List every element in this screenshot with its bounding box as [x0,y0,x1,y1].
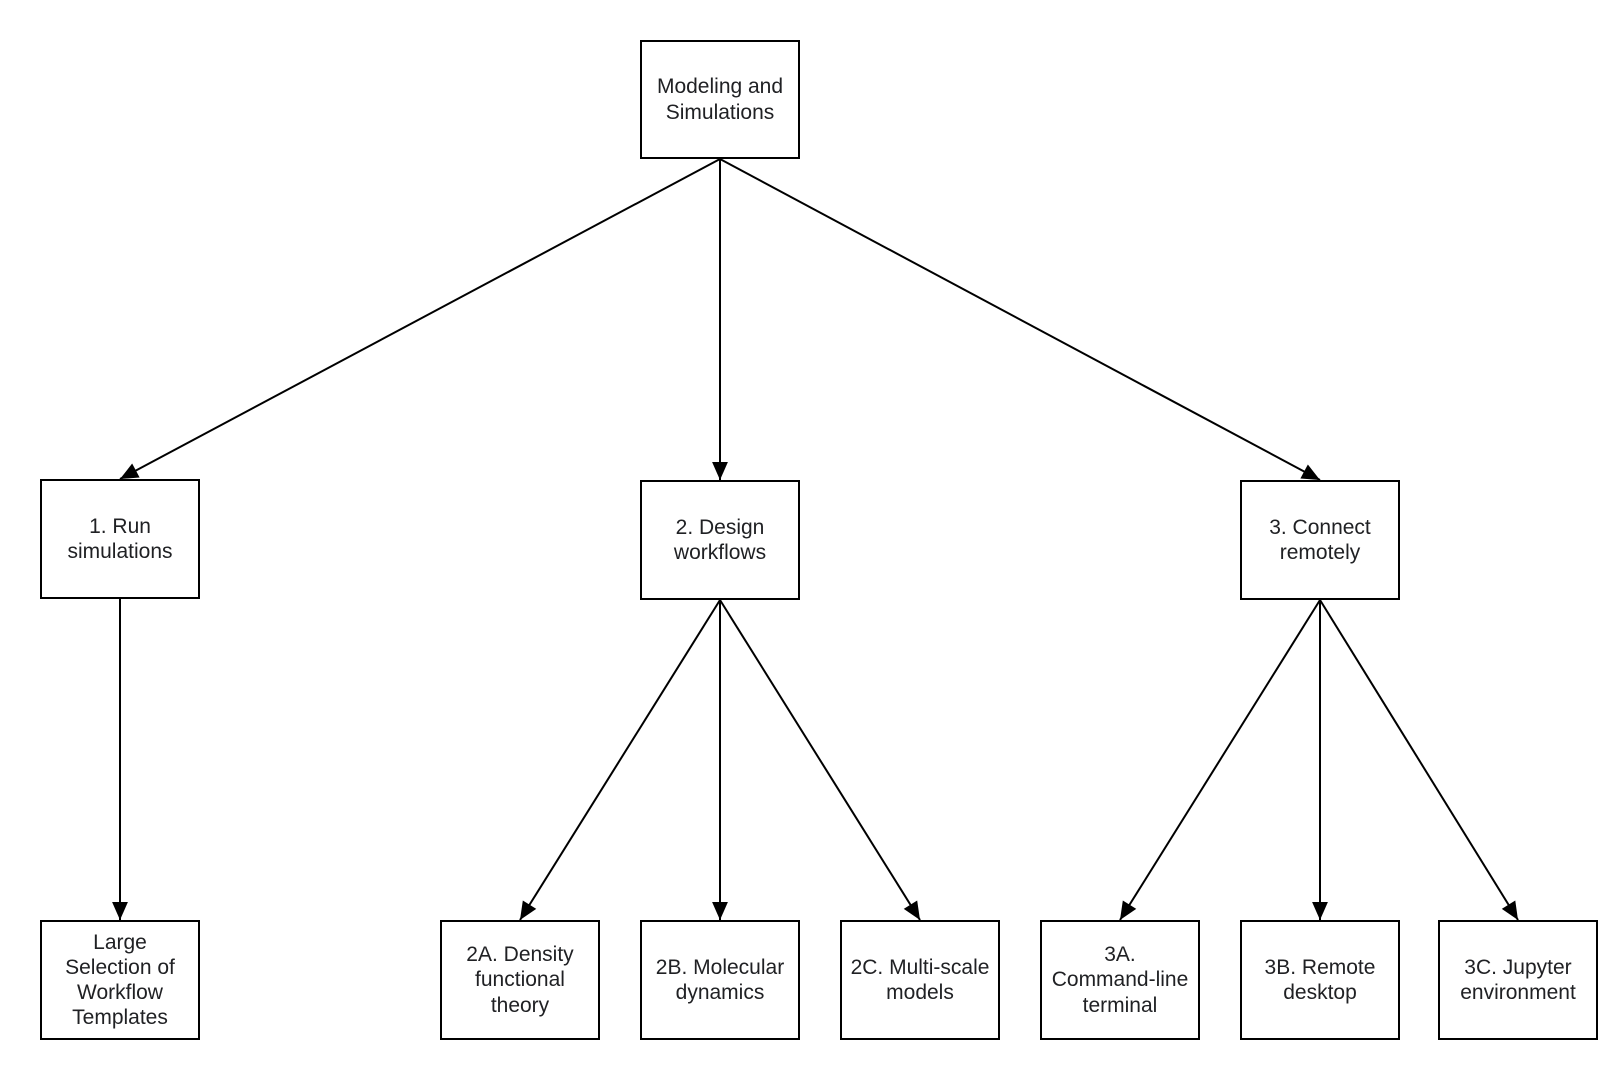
connector-root-to-n3 [719,158,1321,481]
node-label: Large Selection of Workflow Templates [65,930,175,1030]
node-connect-remotely: 3. Connect remotely [1240,480,1400,600]
node-label: Modeling and Simulations [656,75,784,124]
node-jupyter-environment: 3C. Jupyter environment [1438,920,1598,1040]
node-workflow-templates: Large Selection of Workflow Templates [40,920,200,1040]
connector-n2-to-n2a [519,599,721,921]
node-run-simulations: 1. Run simulations [40,479,200,599]
node-label: 3B. Remote desktop [1264,955,1376,1004]
node-label: 3A. Command-line terminal [1051,943,1189,1017]
node-label: 2C. Multi-scale models [850,955,990,1004]
node-design-workflows: 2. Design workflows [640,480,800,600]
node-label: 2B. Molecular dynamics [655,955,785,1004]
node-multi-scale-models: 2C. Multi-scale models [840,920,1000,1040]
node-label: 3C. Jupyter environment [1460,955,1576,1004]
node-label: 1. Run simulations [67,514,173,563]
node-remote-desktop: 3B. Remote desktop [1240,920,1400,1040]
node-command-line-terminal: 3A. Command-line terminal [1040,920,1200,1040]
connector-n2-to-n2c [719,599,921,921]
node-label: 3. Connect remotely [1269,515,1371,564]
node-molecular-dynamics: 2B. Molecular dynamics [640,920,800,1040]
connector-n3-to-n3c [1319,599,1519,921]
connector-root-to-n1 [119,158,721,480]
node-density-functional-theory: 2A. Density functional theory [440,920,600,1040]
node-label: 2. Design workflows [673,515,767,564]
node-label: 2A. Density functional theory [466,943,574,1017]
node-modeling-and-simulations: Modeling and Simulations [640,40,800,159]
connector-n3-to-n3a [1119,599,1321,921]
